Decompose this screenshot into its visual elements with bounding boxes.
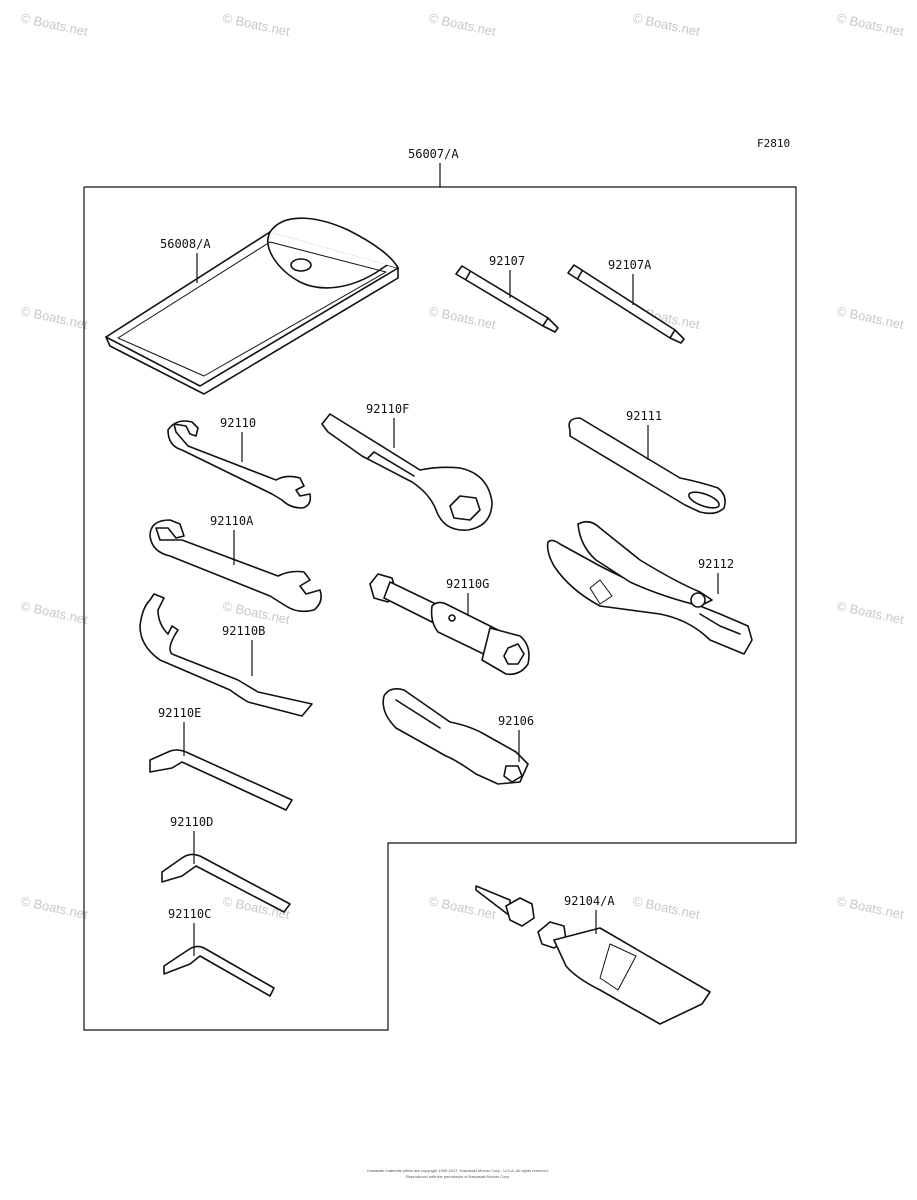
part-label-92110c[interactable]: 92110C [168, 907, 211, 921]
part-label-92110[interactable]: 92110 [220, 416, 256, 430]
part-label-56008-a[interactable]: 56008/A [160, 237, 211, 251]
watermark: © Boats.net [835, 303, 905, 332]
part-label-56007-a[interactable]: 56007/A [408, 147, 459, 161]
screwdriver-handle-92106[interactable] [382, 688, 529, 785]
watermark: © Boats.net [19, 598, 89, 627]
part-label-92107a[interactable]: 92107A [608, 258, 652, 272]
watermark: © Boats.net [19, 10, 89, 39]
watermark: © Boats.net [835, 893, 905, 922]
hex-key-92110c[interactable] [163, 945, 275, 997]
hex-key-92110d[interactable] [161, 853, 291, 913]
part-label-92110e[interactable]: 92110E [158, 706, 201, 720]
part-label-92110g[interactable]: 92110G [446, 577, 489, 591]
watermark: © Boats.net [19, 303, 89, 332]
part-label-92110f[interactable]: 92110F [366, 402, 409, 416]
watermark: © Boats.net [427, 10, 497, 39]
watermark: © Boats.net [221, 10, 291, 39]
kit-outline-frame [83, 186, 797, 1031]
ring-spanner-92110f[interactable] [321, 413, 493, 531]
screwdriver-bit-92107a[interactable] [567, 264, 685, 344]
watermark: © Boats.net [835, 598, 905, 627]
watermark: © Boats.net [631, 893, 701, 922]
pliers-92112[interactable] [546, 520, 753, 655]
grease-tube-92104-a[interactable] [475, 885, 711, 1025]
part-label-92107[interactable]: 92107 [489, 254, 525, 268]
figure-code: F2810 [757, 137, 790, 150]
part-label-92110d[interactable]: 92110D [170, 815, 213, 829]
watermark: © Boats.net [631, 10, 701, 39]
part-label-92112[interactable]: 92112 [698, 557, 734, 571]
watermark: © Boats.net [835, 10, 905, 39]
handle-tube-92111[interactable] [568, 417, 726, 515]
footer-copyright-line-1: Kawasaki materials within are copyright … [367, 1168, 549, 1173]
hook-spanner-92110b[interactable] [139, 593, 313, 717]
tool-bag-56008-a[interactable] [105, 217, 399, 395]
footer-copyright-line-2: Reproduced with the permission of Kawasa… [406, 1174, 510, 1179]
screwdriver-bit-92107[interactable] [455, 265, 559, 333]
part-label-92106[interactable]: 92106 [498, 714, 534, 728]
hex-key-92110e[interactable] [149, 749, 293, 811]
watermark: © Boats.net [427, 303, 497, 332]
box-socket-92110g[interactable] [369, 573, 530, 676]
watermark: © Boats.net [19, 893, 89, 922]
part-label-92111[interactable]: 92111 [626, 409, 662, 423]
wrench-92110[interactable] [167, 420, 312, 509]
wrench-92110a[interactable] [149, 519, 322, 613]
part-label-92110b[interactable]: 92110B [222, 624, 265, 638]
part-label-92104-a[interactable]: 92104/A [564, 894, 615, 908]
part-label-92110a[interactable]: 92110A [210, 514, 254, 528]
